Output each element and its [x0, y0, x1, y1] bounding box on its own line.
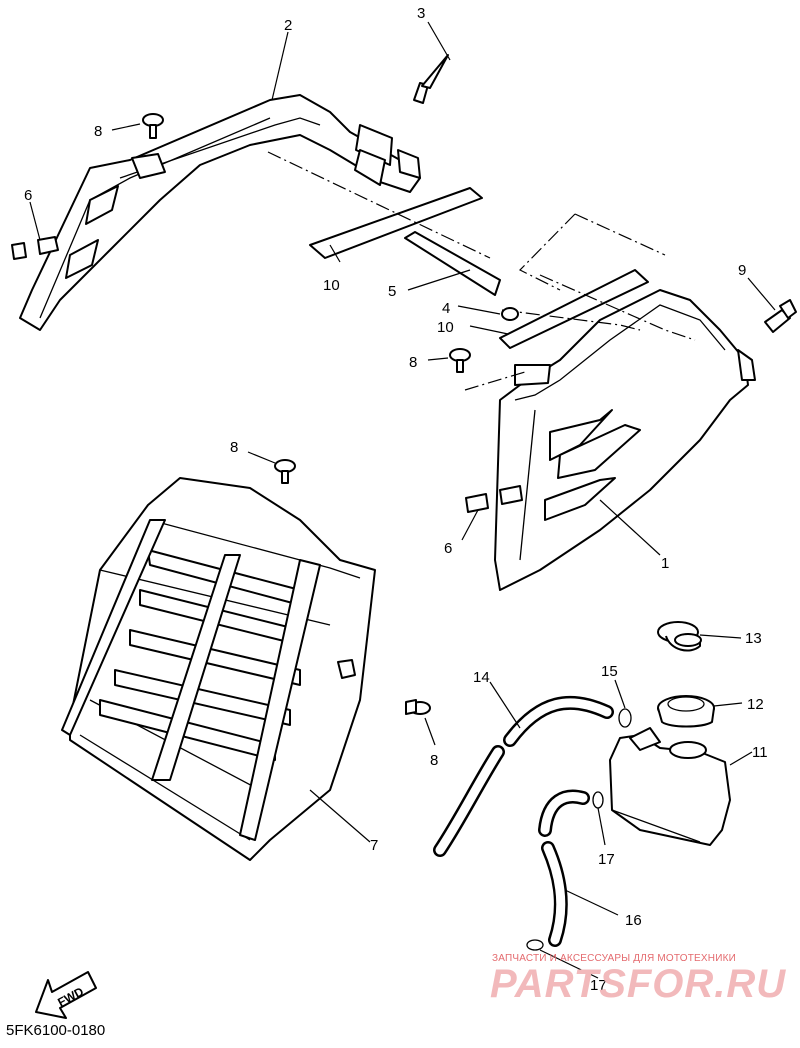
- part-12-filler-neck: [657, 695, 715, 728]
- part-10-seal-upper: [309, 187, 483, 259]
- diagram-code: 5FK6100-0180: [6, 1022, 106, 1039]
- part-10-seal-lower: [499, 269, 649, 349]
- part-7-radiator-grille: [61, 477, 376, 861]
- callout-13: 13: [745, 630, 762, 647]
- part-14-hose: [433, 695, 614, 857]
- part-17-clamp-upper: [592, 791, 604, 809]
- callout-3: 3: [417, 5, 425, 22]
- part-15-clamp: [618, 708, 632, 728]
- callout-17-b: 17: [590, 977, 607, 994]
- callout-8-c: 8: [230, 439, 238, 456]
- callouts: 2 3 8 6 10 5 4 10 8 9 6 1 8 8 7 13 12 11…: [24, 5, 768, 994]
- callout-12: 12: [747, 696, 764, 713]
- callout-8-a: 8: [94, 123, 102, 140]
- part-6-nut-b: [465, 485, 523, 513]
- part-8-screw-b: [449, 348, 471, 373]
- callout-14: 14: [473, 669, 490, 686]
- callout-8-b: 8: [409, 354, 417, 371]
- leader-lines: [29, 21, 776, 979]
- part-16-hose: [538, 789, 590, 947]
- callout-8-d: 8: [430, 752, 438, 769]
- callout-16: 16: [625, 912, 642, 929]
- part-17-clamp-lower: [526, 939, 544, 951]
- callout-2: 2: [284, 17, 292, 34]
- part-11-reservoir-tank: [609, 727, 731, 846]
- callout-6-b: 6: [444, 540, 452, 557]
- callout-7: 7: [370, 837, 378, 854]
- callout-11: 11: [752, 744, 768, 761]
- callout-17-a: 17: [598, 851, 615, 868]
- fwd-arrow: FWD: [35, 971, 97, 1019]
- part-2-upper-cover: [19, 94, 421, 331]
- part-8-screw-a: [142, 113, 164, 139]
- callout-15: 15: [601, 663, 618, 680]
- part-6-nut-a: [11, 236, 59, 260]
- callout-5: 5: [388, 283, 396, 300]
- reference-lines: [267, 151, 696, 391]
- part-8-screw-c: [274, 459, 296, 484]
- callout-9: 9: [738, 262, 746, 279]
- part-1-side-cover: [494, 289, 756, 591]
- part-13-cap: [657, 621, 702, 652]
- part-4-grommet: [501, 307, 519, 321]
- callout-10-a: 10: [323, 277, 340, 294]
- part-8-screw-d: [405, 699, 431, 715]
- callout-4: 4: [442, 300, 450, 317]
- part-5-strip: [404, 231, 501, 296]
- part-3-rivet: [413, 54, 449, 104]
- watermark-brand: PARTSFOR.RU: [490, 962, 787, 1006]
- watermark-tagline: ЗАПЧАСТИ И АКСЕССУАРЫ ДЛЯ МОТОТЕХНИКИ: [492, 953, 737, 964]
- callout-6-a: 6: [24, 187, 32, 204]
- part-9-bolt: [764, 299, 797, 333]
- callout-1: 1: [661, 555, 669, 572]
- callout-10-b: 10: [437, 319, 454, 336]
